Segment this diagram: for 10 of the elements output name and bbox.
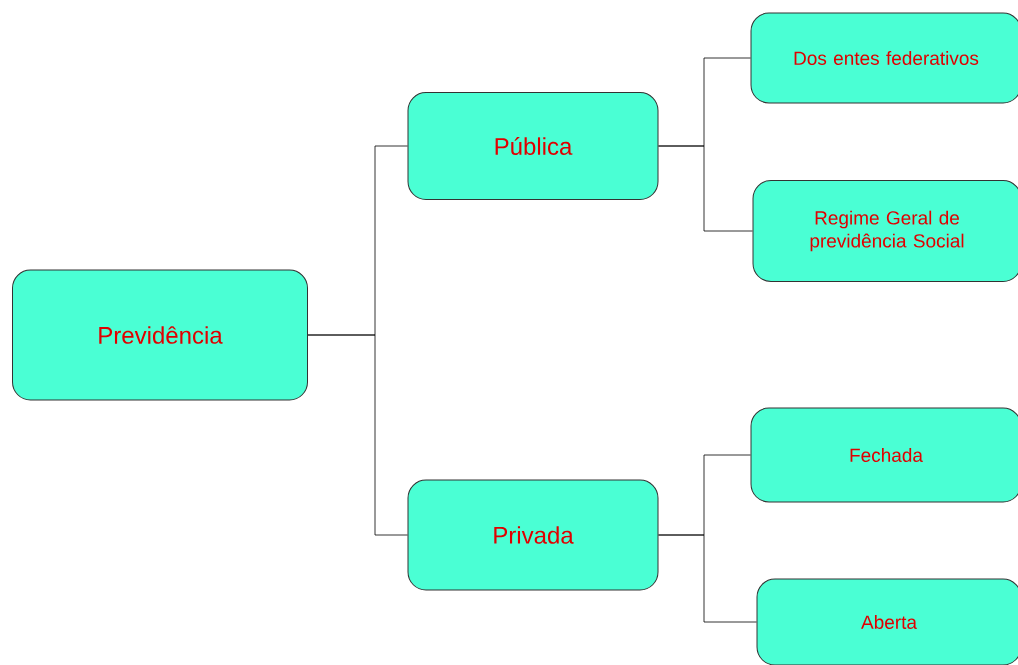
rounded-box: Pública — [407, 92, 659, 200]
rounded-box: Fechada — [750, 407, 1018, 503]
rounded-box: Regime Geral de previdência Social — [752, 180, 1018, 282]
rounded-box: Privada — [407, 479, 659, 591]
connector-line — [307, 334, 408, 536]
rounded-box: Dos entes federativos — [750, 12, 1018, 104]
connector-line — [658, 145, 753, 232]
connector-line — [658, 534, 757, 623]
rounded-box: Previdência — [12, 269, 308, 401]
rounded-box: Aberta — [756, 578, 1018, 665]
